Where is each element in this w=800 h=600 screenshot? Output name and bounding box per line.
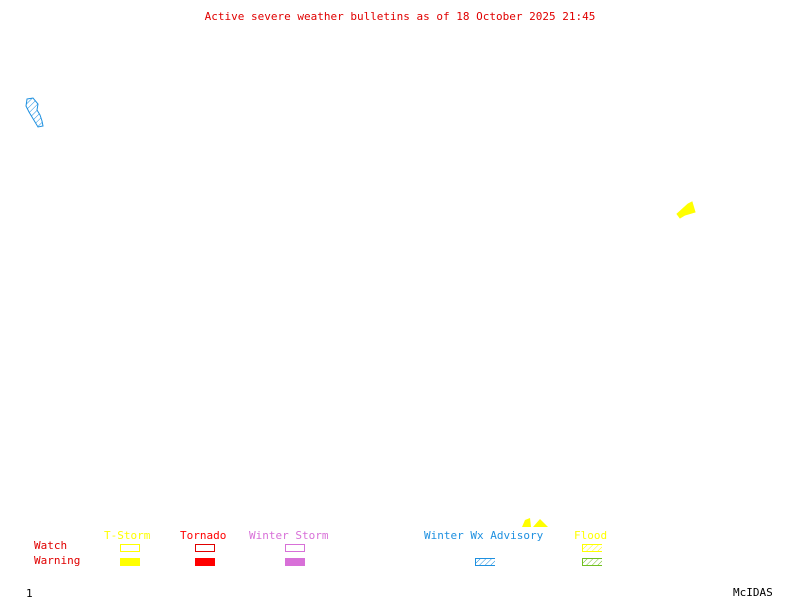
legend-winter-storm-watch-swatch: [285, 544, 305, 552]
legend-tornado-watch-swatch: [195, 544, 215, 552]
legend-label-winter-storm: Winter Storm: [249, 529, 329, 542]
legend-flood-watch-swatch: [582, 544, 602, 552]
tstorm-warning-area-small[interactable]: [533, 519, 548, 527]
legend-tornado-warning-swatch: [195, 558, 215, 566]
legend-flood-warning-swatch: [582, 558, 602, 566]
mcidas-brand: McIDAS: [733, 586, 773, 599]
legend-label-tstorm: T-Storm: [104, 529, 151, 542]
tstorm-warning-area-small[interactable]: [522, 518, 531, 527]
map-title: Active severe weather bulletins as of 18…: [204, 10, 596, 23]
legend-tstorm-watch-swatch: [120, 544, 140, 552]
legend-label-winter-wx-advisory: Winter Wx Advisory: [424, 529, 544, 542]
legend-row-label-warning: Warning: [34, 554, 81, 567]
legend-label-flood: Flood: [574, 529, 608, 542]
legend-tstorm-warning-swatch: [120, 558, 140, 566]
winter-wx-advisory-area[interactable]: [25, 97, 44, 128]
tstorm-warning-area[interactable]: [676, 201, 696, 219]
legend-winter-advisory-swatch: [475, 558, 495, 566]
legend-winter-storm-warning-swatch: [285, 558, 305, 566]
frame-number: 1: [26, 587, 33, 600]
legend-label-tornado: Tornado: [180, 529, 227, 542]
legend-row-label-watch: Watch: [34, 539, 68, 552]
